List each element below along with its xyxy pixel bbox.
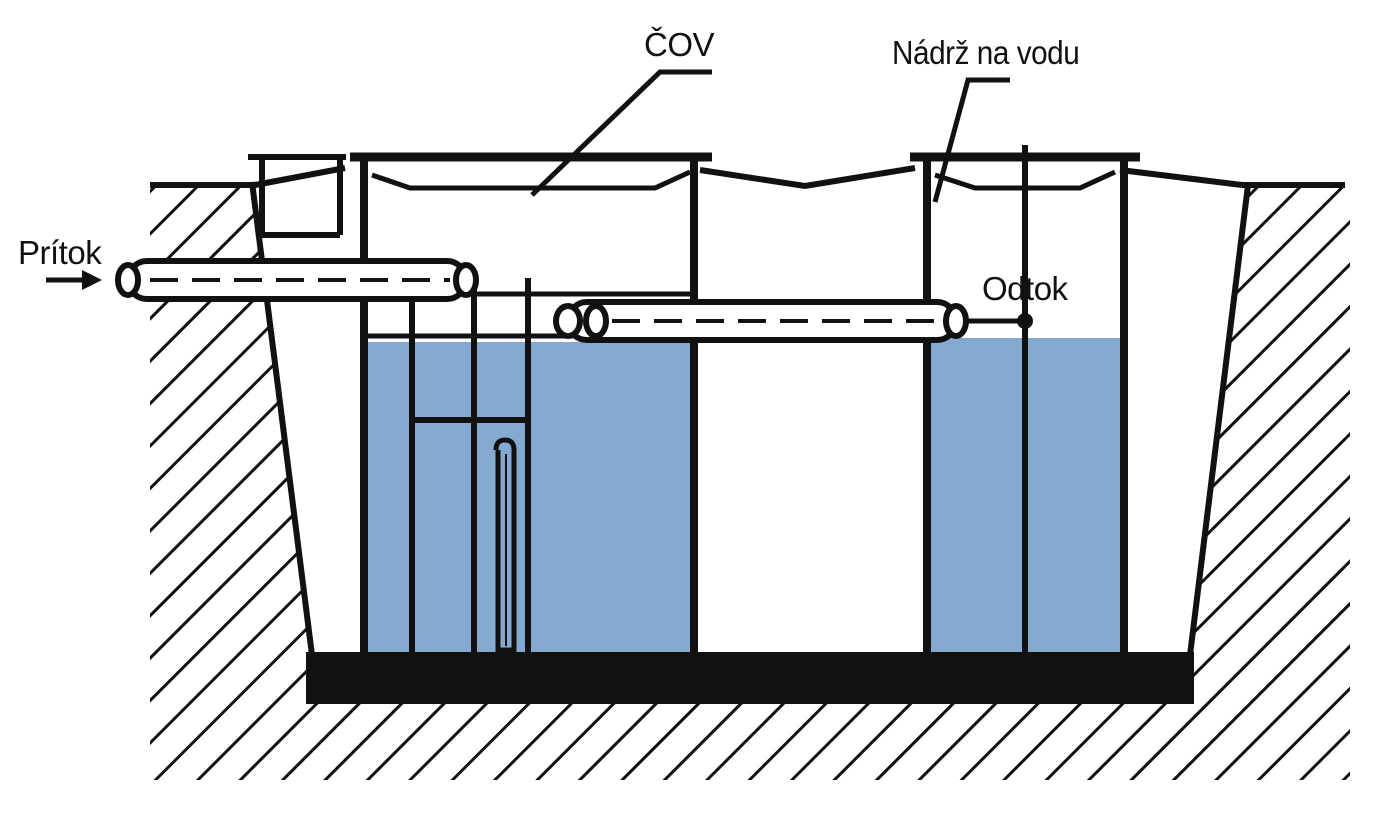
cov-leader-line [530, 69, 712, 197]
label-water-tank: Nádrž na vodu [892, 34, 1080, 71]
inflow-pipe [115, 258, 479, 302]
inlet-chamber [248, 154, 346, 238]
soil-bottom [300, 700, 1200, 780]
inner-tube [493, 437, 517, 653]
outflow-connector [966, 313, 1033, 329]
foundation-slab [306, 652, 1194, 704]
arrow-right-icon [46, 270, 102, 290]
label-treatment-plant: ČOV [644, 26, 715, 63]
label-inflow: Prítok [18, 234, 102, 271]
leader-lines [530, 69, 1010, 203]
soil-left [150, 186, 312, 780]
cov-structure [350, 152, 712, 656]
label-outflow: Odtok [982, 270, 1068, 307]
connecting-pipe [553, 299, 969, 343]
ground-surface [150, 165, 1345, 190]
tank-leader-line [932, 77, 1010, 203]
